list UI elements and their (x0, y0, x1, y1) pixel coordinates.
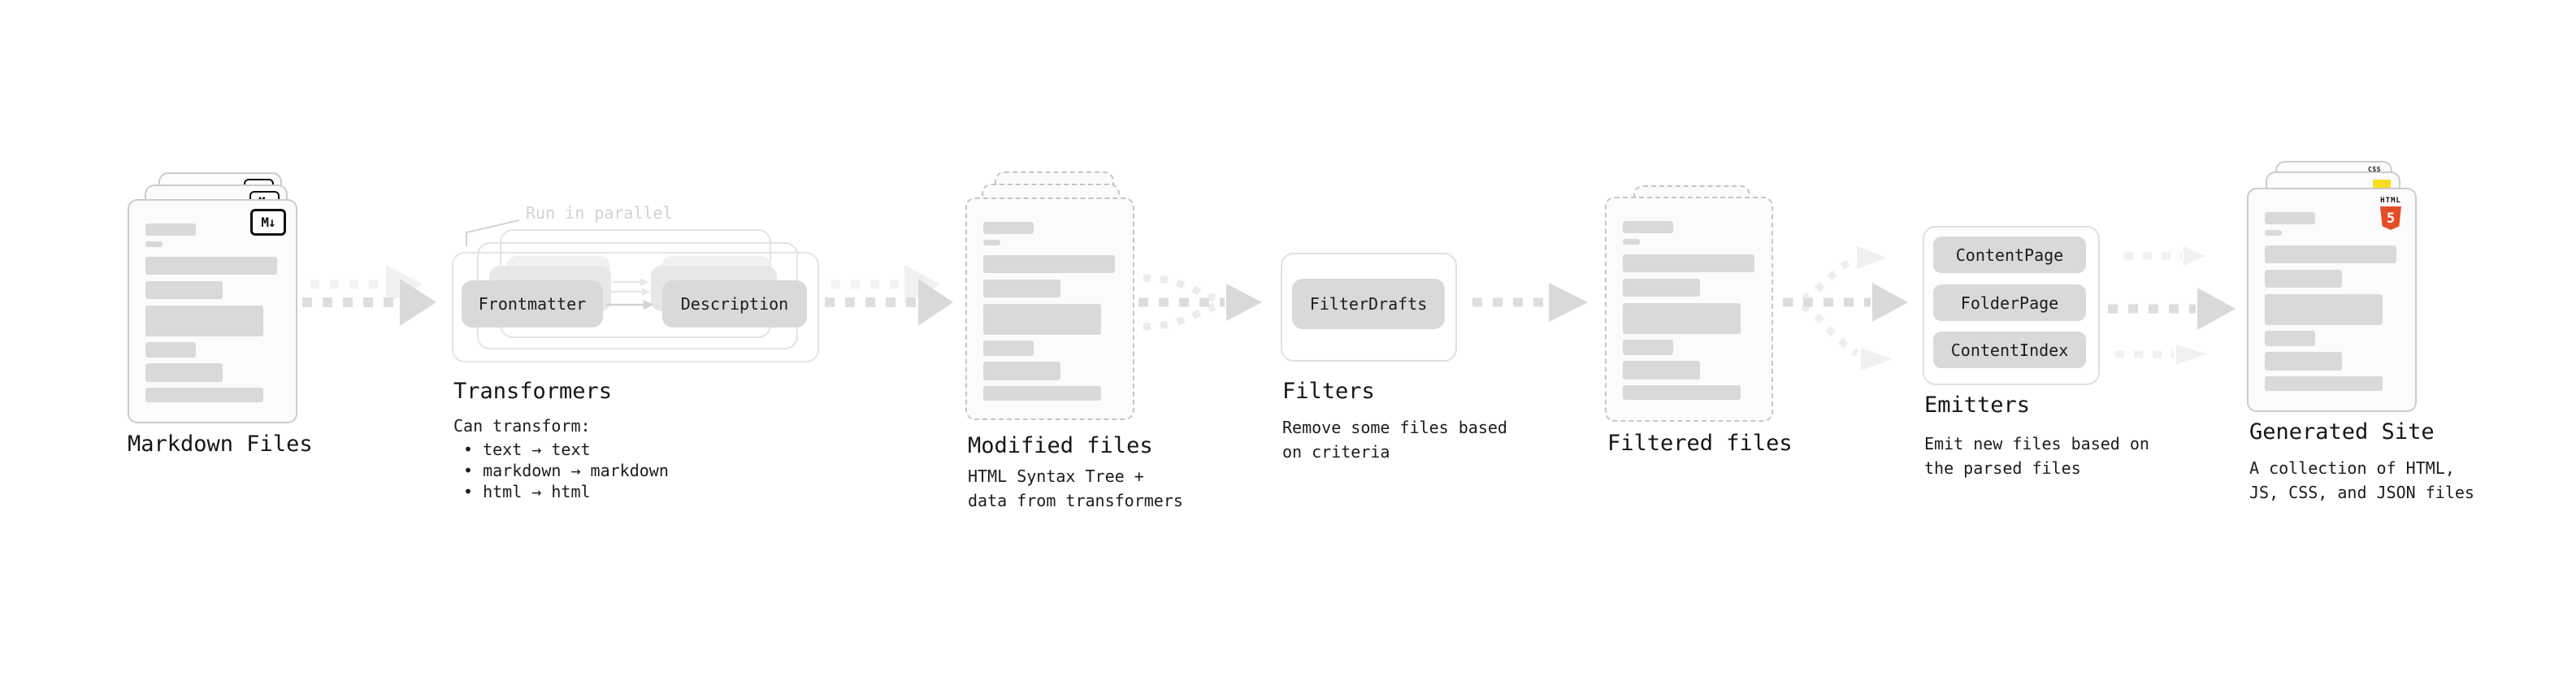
desc-line: Emit new files based on (1924, 434, 2149, 453)
doc-line (983, 362, 1060, 380)
generated-site-desc: A collection of HTML, JS, CSS, and JSON … (2249, 456, 2474, 505)
arrow-transformers-to-modified (825, 265, 953, 326)
doc-line (1623, 239, 1640, 245)
doc-line (2265, 270, 2342, 288)
stage-title-filters: Filters (1282, 379, 1375, 404)
doc-line (1623, 279, 1700, 297)
doc-line (2265, 245, 2396, 263)
doc-line (983, 280, 1060, 297)
stage-transformers: Frontmatter Description (452, 229, 826, 367)
html5-icon-shield: 5 (2380, 206, 2401, 230)
desc-line: JS, CSS, and JSON files (2249, 483, 2474, 502)
doc-line (983, 255, 1115, 273)
html5-icon: HTML 5 (2378, 197, 2404, 230)
chip-description: Description (662, 280, 807, 327)
doc-line (145, 241, 163, 247)
transform-mini-arrows (606, 278, 653, 310)
chip-contentindex: ContentIndex (1933, 332, 2086, 368)
filters-box (1281, 253, 1457, 362)
stage-title-emitters: Emitters (1924, 393, 2031, 418)
doc-line (2265, 331, 2315, 346)
document-placeholder-lines (129, 201, 296, 422)
doc-line (145, 257, 277, 275)
filtered-file-card-front (1605, 197, 1773, 422)
doc-line (1623, 221, 1673, 233)
document-placeholder-lines (1607, 198, 1772, 420)
doc-line (983, 304, 1101, 335)
arrow-modified-to-filters (1138, 274, 1262, 331)
desc-line: the parsed files (1924, 458, 2081, 478)
run-in-parallel-annotation: Run in parallel (526, 203, 673, 223)
doc-line (145, 223, 196, 236)
generated-file-card-front: HTML 5 (2247, 188, 2417, 412)
chip-frontmatter: Frontmatter (462, 280, 603, 327)
doc-line (145, 388, 263, 402)
doc-line (145, 306, 263, 336)
doc-line (145, 281, 223, 299)
transformer-box-front (452, 252, 819, 362)
document-placeholder-lines (2249, 189, 2415, 410)
bullet-item: • markdown → markdown (463, 461, 669, 480)
doc-line (1623, 303, 1741, 334)
doc-line (145, 342, 196, 358)
desc-line: HTML Syntax Tree + (968, 466, 1144, 486)
stage-filtered-files (1605, 185, 1780, 429)
doc-line (2265, 212, 2315, 224)
bullet-item: • text → text (463, 440, 591, 459)
desc-line: Remove some files based (1282, 418, 1507, 437)
doc-line (983, 240, 1000, 245)
run-in-parallel-callout-line (466, 219, 520, 246)
stage-title-markdown-files: Markdown Files (128, 432, 313, 457)
stage-markdown-files: M↓ M↓ M↓ (128, 172, 306, 424)
doc-line (1623, 254, 1754, 272)
doc-line (1623, 361, 1700, 380)
filters-desc: Remove some files based on criteria (1282, 415, 1507, 464)
doc-line (2265, 352, 2342, 371)
stage-title-filtered-files: Filtered files (1607, 431, 1793, 456)
doc-line (2265, 230, 2282, 236)
arrow-emitters-to-generated (2108, 246, 2236, 364)
emitters-desc: Emit new files based on the parsed files (1924, 432, 2149, 480)
doc-line (983, 386, 1101, 401)
css-icon-label: CSS (2368, 166, 2381, 173)
javascript-icon (2373, 180, 2391, 189)
transformers-desc-heading: Can transform: (453, 416, 591, 436)
chip-folderpage: FolderPage (1933, 284, 2086, 321)
doc-line (983, 340, 1034, 356)
stage-title-modified-files: Modified files (968, 433, 1153, 458)
emitters-box (1923, 226, 2100, 385)
stage-title-generated-site: Generated Site (2249, 419, 2435, 445)
doc-line (983, 222, 1034, 234)
chip-contentpage: ContentPage (1933, 236, 2086, 273)
markdown-file-card-front: M↓ (128, 199, 297, 423)
stage-generated-site: CSS HTML 5 (2247, 161, 2426, 413)
doc-line (1623, 340, 1673, 355)
markdown-icon: M↓ (250, 209, 286, 236)
modified-files-desc: HTML Syntax Tree + data from transformer… (968, 464, 1183, 513)
chip-filterdrafts: FilterDrafts (1292, 279, 1445, 329)
document-placeholder-lines (967, 199, 1133, 419)
bullet-item: • html → html (463, 482, 591, 501)
doc-line (145, 363, 223, 382)
arrow-markdown-to-transformers (302, 265, 436, 326)
modified-file-card-front (965, 197, 1134, 420)
desc-line: data from transformers (968, 491, 1183, 510)
doc-line (2265, 294, 2383, 325)
arrow-filters-to-filtered (1472, 283, 1588, 322)
stage-title-transformers: Transformers (453, 379, 613, 404)
arrow-filtered-to-emitters (1783, 246, 1908, 371)
desc-line: A collection of HTML, (2249, 458, 2455, 478)
transformers-bullet-list: • text → text • markdown → markdown • ht… (463, 439, 669, 502)
doc-line (2265, 376, 2383, 391)
desc-line: on criteria (1282, 442, 1390, 462)
doc-line (1623, 385, 1741, 400)
html5-icon-label: HTML (2380, 197, 2401, 205)
stage-modified-files (965, 171, 1144, 423)
